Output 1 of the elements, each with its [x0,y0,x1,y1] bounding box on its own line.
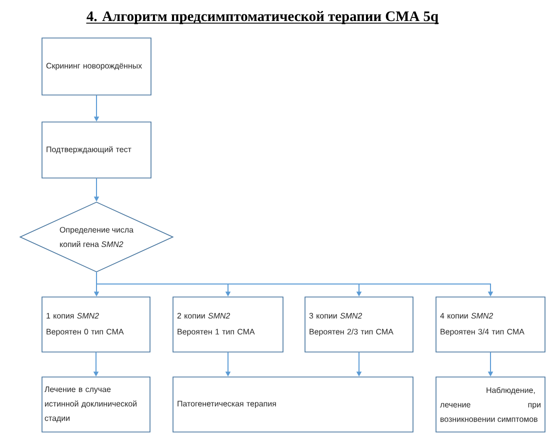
title: 4. Алгоритм предсимптоматической терапии СМА 5q [86,11,440,24]
